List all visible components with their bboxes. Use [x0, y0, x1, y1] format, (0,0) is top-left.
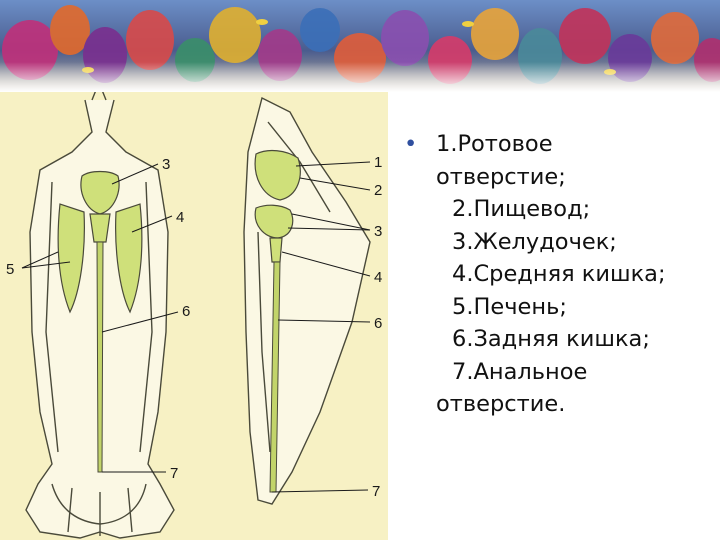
right-label-2: 2: [374, 182, 382, 199]
legend-item-1-text: 1.Ротовое: [436, 131, 553, 157]
legend-item-1-cont: отверстие;: [436, 163, 566, 190]
legend-item-7-cont: отверстие.: [436, 391, 566, 417]
legend-list: • 1.Ротовое отверстие; 2.Пищевод; 3.Желуд…: [404, 128, 714, 421]
legend-item-2: 2.Пищевод;: [452, 196, 591, 222]
legend-item-1: • 1.Ротовое: [404, 128, 714, 161]
right-label-1: 1: [374, 154, 382, 171]
left-label-6: 6: [182, 303, 190, 320]
left-label-5: 5: [6, 261, 14, 278]
legend-item-3: 3.Желудочек;: [452, 228, 617, 255]
right-label-7: 7: [372, 483, 380, 500]
right-label-6: 6: [374, 315, 382, 332]
right-label-4: 4: [374, 269, 382, 286]
left-label-3: 3: [162, 156, 170, 173]
legend-item-6: 6.Задняя кишка;: [452, 326, 650, 352]
midgut-right: [269, 237, 283, 263]
right-label-3: 3: [374, 223, 382, 240]
bullet-icon: •: [404, 131, 418, 157]
legend-item-7: 7.Анальное: [452, 358, 588, 385]
coral-reef-banner: [0, 0, 720, 92]
hindgut-left: [96, 241, 104, 473]
stomach-left: [80, 170, 120, 215]
stomach-right: [254, 149, 301, 239]
left-label-4: 4: [176, 209, 184, 226]
legend-item-5: 5.Печень;: [452, 293, 567, 320]
midgut-left: [89, 213, 111, 243]
legend-item-4: 4.Средняя кишка;: [452, 261, 666, 287]
crayfish-digestive-system-figure: 3 4 5 6 7 1 2 3 4: [0, 92, 388, 540]
left-label-7: 7: [170, 465, 178, 482]
